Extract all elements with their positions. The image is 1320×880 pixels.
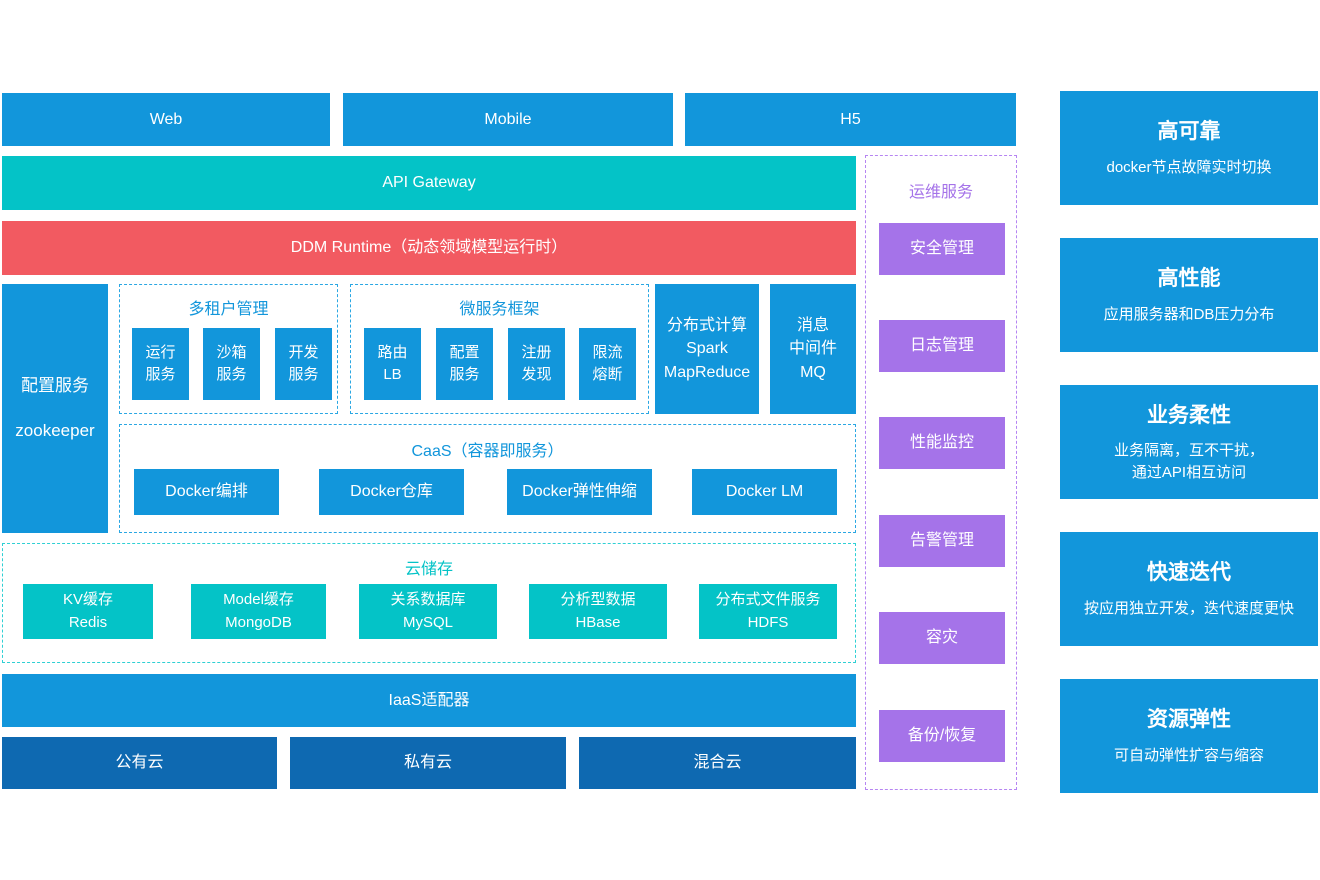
- rate-limit-circuit-break-box: 限流 熔断: [579, 328, 636, 400]
- feature-desc: 应用服务器和DB压力分布: [1103, 305, 1275, 323]
- dev-service-box: 开发 服务: [275, 328, 332, 400]
- relational-db-mysql-box: 关系数据库 MySQL: [359, 584, 497, 639]
- api-gateway-bar: API Gateway: [2, 156, 856, 210]
- client-h5-box: H5: [685, 93, 1016, 146]
- analytical-data-hbase-box: 分析型数据 HBase: [529, 584, 667, 639]
- multi-tenant-group: 多租户管理 运行 服务 沙箱 服务 开发 服务: [119, 284, 338, 414]
- caas-group: CaaS（容器即服务） Docker编排 Docker仓库 Docker弹性伸缩…: [119, 424, 856, 533]
- client-web-box: Web: [2, 93, 330, 146]
- feature-title: 资源弹性: [1147, 708, 1231, 732]
- feature-desc: 按应用独立开发，迭代速度更快: [1083, 599, 1294, 617]
- feature-high-performance-box: 高性能 应用服务器和DB压力分布: [1060, 238, 1318, 352]
- kv-cache-redis-box: KV缓存 Redis: [23, 584, 153, 639]
- feature-desc: 业务隔离，互不干扰， 通过API相互访问: [1113, 441, 1264, 481]
- feature-high-availability-box: 高可靠 docker节点故障实时切换: [1060, 91, 1318, 205]
- security-management-box: 安全管理: [879, 223, 1005, 275]
- model-cache-mongodb-box: Model缓存 MongoDB: [191, 584, 326, 639]
- docker-lm-box: Docker LM: [692, 469, 837, 515]
- config-service-label: 配置服务: [21, 375, 89, 395]
- private-cloud-box: 私有云: [290, 737, 566, 789]
- client-mobile-box: Mobile: [343, 93, 673, 146]
- feature-title: 高性能: [1157, 267, 1221, 291]
- feature-rapid-iteration-box: 快速迭代 按应用独立开发，迭代速度更快: [1060, 532, 1318, 646]
- routing-lb-box: 路由 LB: [364, 328, 421, 400]
- ddm-runtime-bar: DDM Runtime（动态领域模型运行时）: [2, 221, 856, 275]
- caas-title: CaaS（容器即服务）: [411, 443, 564, 460]
- docker-orchestration-box: Docker编排: [134, 469, 279, 515]
- cloud-storage-title: 云储存: [404, 561, 453, 578]
- feature-resource-elasticity-box: 资源弹性 可自动弹性扩容与缩容: [1060, 679, 1318, 793]
- docker-autoscaling-box: Docker弹性伸缩: [507, 469, 652, 515]
- performance-monitoring-box: 性能监控: [879, 417, 1005, 469]
- feature-title: 高可靠: [1157, 120, 1221, 144]
- microservice-framework-title: 微服务框架: [459, 301, 540, 318]
- docker-registry-box: Docker仓库: [319, 469, 464, 515]
- feature-desc: docker节点故障实时切换: [1106, 158, 1272, 176]
- run-service-box: 运行 服务: [132, 328, 189, 400]
- public-cloud-box: 公有云: [2, 737, 277, 789]
- registry-discovery-box: 注册 发现: [508, 328, 565, 400]
- log-management-box: 日志管理: [879, 320, 1005, 372]
- multi-tenant-title: 多租户管理: [188, 301, 269, 318]
- feature-business-flexibility-box: 业务柔性 业务隔离，互不干扰， 通过API相互访问: [1060, 385, 1318, 499]
- distributed-compute-box: 分布式计算 Spark MapReduce: [655, 284, 759, 414]
- cloud-storage-group: 云储存 KV缓存 Redis Model缓存 MongoDB 关系数据库 MyS…: [2, 543, 856, 663]
- message-middleware-box: 消息 中间件 MQ: [770, 284, 856, 414]
- feature-title: 快速迭代: [1147, 561, 1231, 585]
- hybrid-cloud-box: 混合云: [579, 737, 856, 789]
- feature-title: 业务柔性: [1147, 403, 1231, 427]
- iaas-adapter-bar: IaaS适配器: [2, 674, 856, 727]
- disaster-recovery-box: 容灾: [879, 612, 1005, 664]
- sandbox-service-box: 沙箱 服务: [203, 328, 260, 400]
- microservice-framework-group: 微服务框架 路由 LB 配置 服务 注册 发现 限流 熔断: [350, 284, 649, 414]
- config-service-zookeeper-box: 配置服务 zookeeper: [2, 284, 108, 533]
- config-box: 配置 服务: [436, 328, 493, 400]
- zookeeper-label: zookeeper: [15, 420, 95, 440]
- ops-services-title: 运维服务: [908, 184, 973, 201]
- feature-desc: 可自动弹性扩容与缩容: [1113, 746, 1264, 764]
- backup-restore-box: 备份/恢复: [879, 710, 1005, 762]
- alert-management-box: 告警管理: [879, 515, 1005, 567]
- ops-services-group: 运维服务 安全管理 日志管理 性能监控 告警管理 容灾 备份/恢复: [865, 155, 1017, 790]
- distributed-file-hdfs-box: 分布式文件服务 HDFS: [699, 584, 837, 639]
